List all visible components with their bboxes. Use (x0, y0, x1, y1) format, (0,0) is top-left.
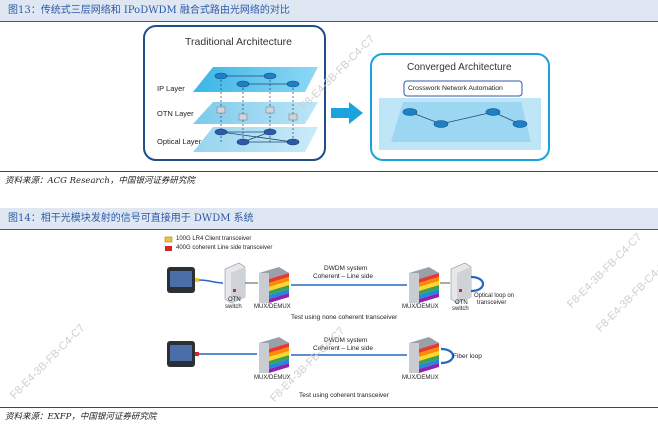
otn-switch-2 (450, 262, 472, 304)
dwdm-label-top-1: DWDM system (324, 265, 368, 272)
figure-14-title: 图14：相干光模块发射的信号可直接用于 DWDM 系统 (0, 208, 658, 230)
loop-label-2: transceiver (477, 300, 507, 306)
automation-label: Crosswork Network Automation (408, 85, 503, 92)
automation-box (403, 80, 523, 97)
otn-label-2a: OTN (455, 300, 468, 306)
fiber-loop-label: Fiber loop (453, 353, 482, 360)
loop-label-1: Optical loop on (474, 293, 515, 299)
otn-label-1a: OTN (228, 297, 241, 303)
optical-layer-plane (193, 127, 318, 152)
otn-label-2b: switch (452, 306, 469, 312)
legend-swatch-client (164, 236, 173, 243)
mux-label-bottom-right: MUX/DEMUX (402, 375, 439, 381)
mux-label-bottom-left: MUX/DEMUX (254, 375, 291, 381)
mux-demux-top-left (259, 267, 289, 303)
ip-layer-label: IP Layer (157, 84, 185, 93)
optical-loop-icon (470, 275, 485, 293)
legend-coherent-label: 400G coherent Line side transceiver (176, 245, 273, 251)
architecture-diagram (143, 25, 550, 161)
dwdm-test-diagram (164, 236, 485, 373)
arrow-right-icon (331, 102, 363, 124)
mux-demux-top-right (409, 267, 439, 303)
dwdm-label-bottom-1: DWDM system (324, 337, 368, 344)
watermark: F8-E4-3B-FB-C4-C7 (8, 322, 88, 402)
otn-label-1b: switch (225, 304, 242, 310)
mux-label-top-right: MUX/DEMUX (402, 304, 439, 310)
legend-swatch-coherent (165, 246, 172, 251)
separator (0, 407, 658, 408)
fiber-loop-icon (440, 347, 455, 365)
figure-13-source: 资料来源：ACG Research，中国银河证券研究院 (5, 176, 195, 186)
converged-title: Converged Architecture (407, 62, 512, 73)
traditional-title: Traditional Architecture (185, 36, 292, 48)
figure-13-diagram: Traditional Architecture IP Layer OTN La… (143, 24, 553, 166)
dwdm-label-bottom-2: Coherent – Line side (313, 345, 373, 352)
otn-layer-label: OTN Layer (157, 109, 194, 118)
caption-bottom: Test using coherent transceiver (299, 392, 389, 399)
figure-14-source: 资料来源：EXFP，中国银河证券研究院 (5, 412, 157, 422)
figure-13-title: 图13：传统式三层网络和 IPoDWDM 融合式路由光网络的对比 (0, 0, 658, 22)
figure-14-diagram: 100G LR4 Client transceiver 400G coheren… (161, 233, 514, 405)
mux-demux-bottom-right (409, 337, 439, 373)
traditional-box (143, 25, 326, 161)
mux-demux-bottom-left (259, 337, 289, 373)
otn-switch-1 (224, 262, 246, 304)
legend-client-label: 100G LR4 Client transceiver (176, 236, 252, 242)
dwdm-label-top-2: Coherent – Line side (313, 273, 373, 280)
optical-layer-label: Optical Layer (157, 137, 202, 146)
mux-label-top-left: MUX/DEMUX (254, 304, 291, 310)
caption-top: Test using none coherent transceiver (291, 314, 398, 321)
separator (0, 171, 658, 172)
ip-layer-plane (193, 67, 318, 92)
